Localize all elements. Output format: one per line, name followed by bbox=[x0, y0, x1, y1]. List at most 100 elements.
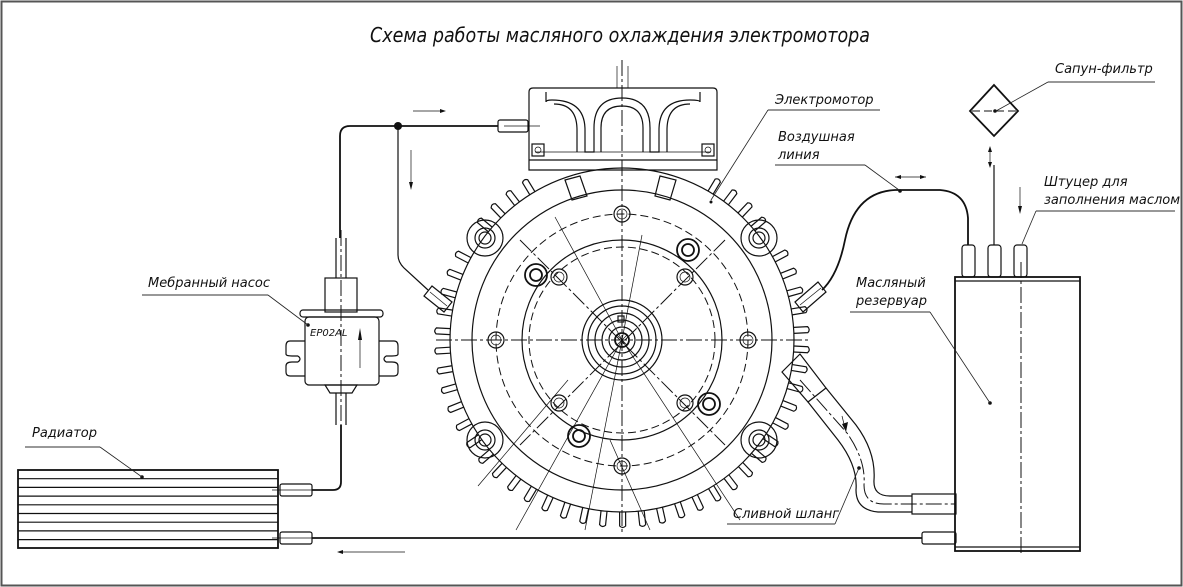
cooling-fin bbox=[708, 485, 722, 502]
cooling-fin bbox=[490, 203, 506, 219]
cooling-fin bbox=[478, 449, 494, 464]
cooling-fin bbox=[436, 365, 454, 375]
bolt-hole bbox=[550, 394, 568, 412]
label-radiator: Радиатор bbox=[25, 426, 143, 478]
bolt-hole bbox=[676, 394, 694, 412]
mount-hole-inner bbox=[478, 433, 492, 447]
threaded-boss-hole bbox=[681, 243, 695, 257]
threaded-boss-hole bbox=[572, 429, 586, 443]
motor-side-inlet-fitting bbox=[423, 285, 453, 313]
bolt-hole-inner bbox=[679, 271, 691, 283]
cooling-fin bbox=[440, 287, 457, 299]
threaded-boss bbox=[524, 263, 548, 287]
cooling-fin bbox=[780, 267, 797, 280]
svg-text:Сапун-фильтр: Сапун-фильтр bbox=[1055, 62, 1153, 77]
cooling-fin bbox=[738, 462, 754, 478]
svg-text:заполнения маслом: заполнения маслом bbox=[1044, 193, 1180, 208]
mount-hole-inner bbox=[752, 433, 766, 447]
mount-hole-inner bbox=[478, 231, 492, 245]
bolt-hole bbox=[487, 331, 505, 349]
bolt-hole-inner bbox=[679, 397, 691, 409]
label-air-line: Воздушная линия bbox=[775, 130, 900, 191]
cooling-fin bbox=[447, 401, 464, 414]
cooling-fin bbox=[559, 502, 572, 519]
bolt-hole-inner bbox=[553, 271, 565, 283]
mount-hole bbox=[474, 227, 496, 249]
oil-reservoir bbox=[954, 146, 1081, 555]
air-line bbox=[821, 175, 969, 291]
bolt-hole-inner bbox=[616, 208, 628, 220]
label-fill-fitting: Штуцер для заполнения маслом bbox=[1021, 175, 1180, 245]
cooling-fin bbox=[691, 494, 704, 511]
cooling-fin bbox=[598, 510, 608, 528]
cooling-fin bbox=[791, 306, 808, 316]
cooling-fin bbox=[440, 383, 458, 395]
bolt-hole bbox=[676, 268, 694, 286]
svg-text:Радиатор: Радиатор bbox=[32, 426, 97, 441]
breather-filter bbox=[968, 83, 1020, 138]
cooling-fin bbox=[674, 501, 686, 519]
return-line bbox=[312, 531, 957, 554]
mount-hole bbox=[748, 429, 770, 451]
bolt-hole-inner bbox=[616, 460, 628, 472]
svg-text:Мебранный насос: Мебранный насос bbox=[148, 276, 270, 291]
cooling-fin bbox=[454, 250, 472, 264]
cooling-fin bbox=[656, 507, 667, 524]
mount-hole bbox=[474, 429, 496, 451]
bolt-hole bbox=[613, 205, 631, 223]
mount-boss bbox=[740, 421, 778, 459]
cooling-fin bbox=[491, 462, 507, 479]
bolt-hole bbox=[550, 268, 568, 286]
mount-boss bbox=[466, 219, 504, 257]
threaded-boss-hole bbox=[702, 397, 716, 411]
label-drain-hose: Сливной шланг bbox=[727, 467, 860, 525]
mount-hole-inner bbox=[752, 231, 766, 245]
bolt-hole bbox=[739, 331, 757, 349]
threaded-boss-hole bbox=[529, 268, 543, 282]
threaded-boss bbox=[676, 238, 700, 262]
cooling-fin bbox=[521, 178, 536, 196]
mount-hole bbox=[748, 227, 770, 249]
cooling-fin bbox=[723, 189, 738, 206]
label-membrane-pump: Мебранный насос bbox=[142, 276, 309, 326]
label-motor: Электромотор bbox=[709, 93, 880, 204]
motor-air-fitting bbox=[794, 281, 827, 313]
label-breather-filter: Сапун-фильтр bbox=[995, 62, 1155, 112]
cooling-fin bbox=[737, 202, 753, 218]
radiator bbox=[17, 469, 313, 549]
mount-boss bbox=[466, 421, 504, 459]
cooling-fin bbox=[507, 475, 522, 492]
threaded-boss bbox=[697, 392, 721, 416]
cooling-fin bbox=[476, 217, 493, 233]
cooling-fin bbox=[772, 417, 789, 431]
pump-model-marking: EP02AL bbox=[310, 328, 348, 339]
cooling-fin bbox=[523, 485, 538, 503]
cooling-fin bbox=[786, 286, 804, 298]
cooling-fin bbox=[707, 178, 722, 195]
membrane-pump: EP02AL bbox=[285, 230, 399, 430]
cooling-fin bbox=[786, 382, 804, 393]
label-oil-reservoir: Масляный резервуар bbox=[850, 276, 991, 404]
svg-text:линия: линия bbox=[777, 148, 820, 163]
cooling-fin bbox=[619, 511, 627, 529]
cooling-fin bbox=[762, 433, 779, 448]
bolt-hole bbox=[613, 457, 631, 475]
cooling-fin bbox=[723, 474, 738, 491]
cooling-fin bbox=[579, 507, 590, 524]
terminal-box bbox=[528, 87, 718, 171]
drain-hose bbox=[781, 353, 957, 515]
cooling-fin bbox=[791, 363, 808, 374]
svg-text:резервуар: резервуар bbox=[855, 294, 927, 309]
svg-text:Сливной шланг: Сливной шланг bbox=[733, 507, 839, 522]
cooling-fin bbox=[793, 326, 810, 334]
cooling-fin bbox=[455, 418, 473, 432]
cooling-fin bbox=[772, 249, 789, 263]
bolt-hole-inner bbox=[490, 334, 502, 346]
cooling-fin bbox=[434, 327, 451, 336]
cooling-fin bbox=[446, 268, 464, 281]
cooling-fin bbox=[505, 190, 520, 206]
cooling-fin bbox=[434, 346, 451, 355]
svg-text:Электромотор: Электромотор bbox=[774, 93, 874, 108]
